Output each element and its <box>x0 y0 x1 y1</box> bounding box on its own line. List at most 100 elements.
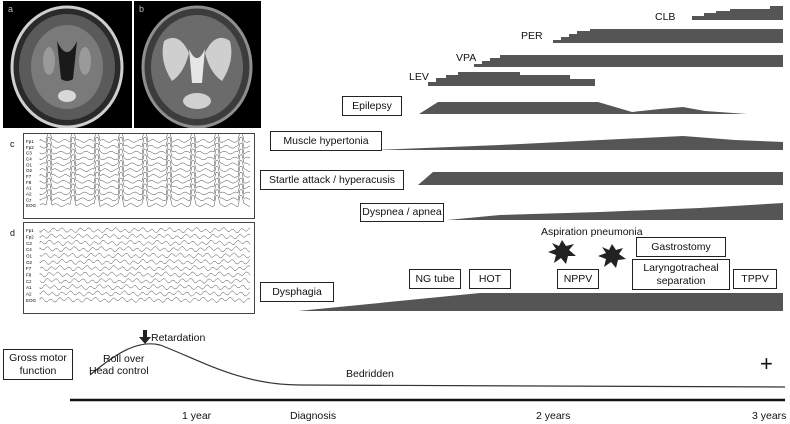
eeg-channel-label: O2 <box>26 260 33 265</box>
aspiration-burst-1 <box>548 240 576 264</box>
eeg-channel-label: F8 <box>26 273 32 278</box>
med-label-lev: LEV <box>409 71 429 83</box>
eeg-trace <box>39 258 251 265</box>
eeg-trace <box>39 239 251 246</box>
intervention-nppv: NPPV <box>557 269 599 289</box>
gross-motor-function-box: Gross motor function <box>3 349 73 380</box>
eeg-trace <box>39 271 251 278</box>
symptom-dysphagia: Dysphagia <box>260 282 334 302</box>
eeg-trace <box>39 284 251 291</box>
eeg-channel-label: C4 <box>26 247 32 252</box>
roll-over-label: Roll over <box>103 353 145 365</box>
eeg-trace <box>39 227 251 234</box>
eeg-channel-label: Fp2 <box>26 145 34 150</box>
symptom-muscle-hypertonia: Muscle hypertonia <box>270 131 382 151</box>
dysphagia-bar <box>298 293 783 311</box>
eeg-channel-label: F7 <box>26 174 32 179</box>
clb-bar <box>680 6 783 20</box>
intervention-gastrostomy: Gastrostomy <box>636 237 726 257</box>
mri-panel-b: b <box>134 1 261 129</box>
eeg-channel-label: Fp1 <box>26 139 34 144</box>
panel-letter-b: b <box>139 4 145 14</box>
eeg-channel-label: A1 <box>26 186 32 191</box>
eeg-channel-label: A1 <box>26 285 32 290</box>
eeg-channel-label: O2 <box>26 168 33 173</box>
eeg-trace <box>39 177 251 190</box>
aspiration-burst-2 <box>598 244 626 268</box>
lev-bar <box>420 72 595 86</box>
symptom-dyspnea: Dyspnea / apnea <box>360 203 444 222</box>
eeg-channel-label: O1 <box>26 254 33 259</box>
eeg-channel-label: C3 <box>26 151 32 156</box>
eeg-channel-label: C3 <box>26 241 32 246</box>
retardation-arrow-shaft <box>143 330 147 338</box>
death-marker: + <box>760 351 773 376</box>
tick-2-years: 2 years <box>536 410 571 422</box>
dyspnea-bar <box>447 203 783 220</box>
intervention-hot: HOT <box>469 269 511 289</box>
eeg-trace <box>39 296 251 303</box>
intervention-laryngotracheal-separation: Laryngotracheal separation <box>632 259 730 290</box>
eeg-channel-label: EOG <box>26 203 37 208</box>
epilepsy-bar <box>419 102 747 114</box>
eeg-channel-label: Fp2 <box>26 235 34 240</box>
eeg-trace <box>39 137 251 149</box>
panel-letter-a: a <box>8 4 14 14</box>
symptom-startle-attack: Startle attack / hyperacusis <box>260 170 404 190</box>
intervention-ng-tube: NG tube <box>409 269 461 289</box>
eeg-channel-label: A2 <box>26 292 32 297</box>
tick-1-year: 1 year <box>182 410 212 422</box>
eeg-trace <box>39 160 251 172</box>
eeg-trace <box>39 252 251 259</box>
mri-panel-a: a <box>3 1 132 129</box>
eeg-trace <box>39 183 251 196</box>
eeg-channel-label: C4 <box>26 156 32 161</box>
startle-bar <box>418 172 783 185</box>
eeg-channel-label: F7 <box>26 266 32 271</box>
eeg-trace <box>39 154 251 167</box>
panel-letter-d: d <box>10 228 16 238</box>
mri-axial-t2-image <box>141 5 253 129</box>
med-label-per: PER <box>521 30 543 42</box>
vpa-bar <box>466 55 783 67</box>
eeg-trace <box>39 265 251 272</box>
eeg-trace <box>39 134 251 143</box>
tick-3-years: 3 years <box>752 410 787 422</box>
eeg-trace <box>39 166 251 178</box>
eeg-channel-label: Fp1 <box>26 228 34 233</box>
eeg-trace <box>39 189 251 202</box>
motor-function-curve <box>89 343 786 388</box>
panel-letter-c: c <box>10 139 15 149</box>
eeg-trace <box>39 233 251 240</box>
med-label-clb: CLB <box>655 11 676 23</box>
eeg-trace <box>39 246 251 253</box>
symptom-epilepsy: Epilepsy <box>342 96 402 116</box>
eeg-trace <box>39 172 251 184</box>
aspiration-pneumonia-label: Aspiration pneumonia <box>541 226 643 238</box>
eeg-trace <box>39 278 251 284</box>
retardation-label: Retardation <box>151 332 206 344</box>
med-label-vpa: VPA <box>456 52 477 64</box>
eeg-trace <box>39 148 251 161</box>
eeg-channel-label: EOG <box>26 298 37 303</box>
eeg-channel-label: Cz <box>26 197 32 202</box>
retardation-arrow-head <box>139 337 151 344</box>
eeg-channel-label: F8 <box>26 180 32 185</box>
eeg-channel-label: Cz <box>26 279 32 284</box>
bedridden-label: Bedridden <box>346 368 394 380</box>
head-control-label: Head control <box>89 365 149 377</box>
mri-axial-t1-image <box>10 5 124 129</box>
eeg-channel-label: A2 <box>26 191 32 196</box>
eeg-trace <box>39 195 251 207</box>
tick-diagnosis: Diagnosis <box>290 410 337 422</box>
eeg-channel-label: O1 <box>26 162 33 167</box>
muscle-hypertonia-bar <box>375 136 783 150</box>
eeg-trace <box>39 290 251 297</box>
intervention-tppv: TPPV <box>733 269 777 289</box>
